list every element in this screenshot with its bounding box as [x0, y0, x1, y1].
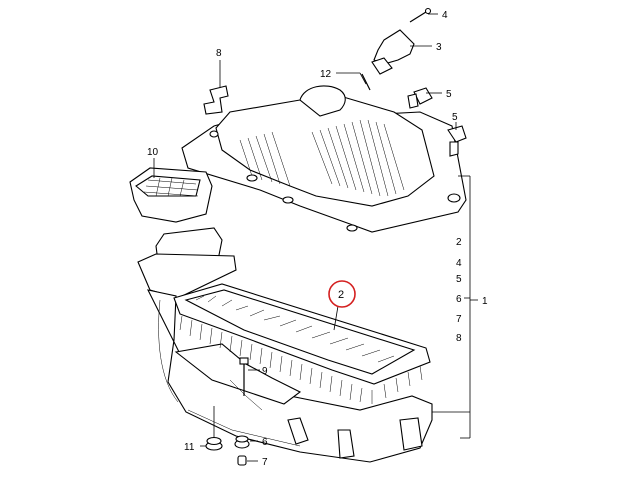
legend-item: 2 — [456, 237, 462, 248]
air-filter-element — [173, 283, 431, 404]
callout-1: 1 — [482, 296, 488, 307]
callout-3: 3 — [436, 42, 442, 53]
intake-duct-grille — [129, 167, 213, 223]
highlight-ring — [328, 280, 356, 308]
callout-12: 12 — [320, 69, 332, 80]
callout-10: 10 — [147, 147, 159, 158]
legend-list: 2 4 5 6 7 8 — [456, 237, 462, 344]
callout-labels: 4 3 8 12 5 5 10 9 11 6 7 1 2 — [147, 10, 488, 468]
filter-housing-lower — [137, 227, 433, 463]
callout-8: 8 — [216, 48, 222, 59]
callout-7: 7 — [262, 457, 268, 468]
callout-highlight-2: 2 — [338, 289, 344, 301]
sensor-part-5b — [447, 125, 467, 157]
callout-4: 4 — [442, 10, 448, 21]
screw-part-12 — [361, 73, 371, 91]
clip-part-8 — [203, 85, 229, 115]
filter-housing-cover — [181, 85, 467, 233]
screw-part-4 — [409, 7, 432, 23]
sleeve-part-7 — [237, 455, 247, 466]
legend-item: 8 — [456, 333, 462, 344]
legend-item: 6 — [456, 294, 462, 305]
legend-item: 7 — [456, 314, 462, 325]
legend-item: 5 — [456, 274, 462, 285]
leader-lines — [153, 13, 478, 462]
bolt-part-9 — [239, 357, 249, 396]
grommet-part-6 — [234, 435, 250, 449]
sensor-part-3 — [371, 29, 415, 75]
legend-item: 4 — [456, 258, 462, 269]
callout-5a: 5 — [446, 89, 452, 100]
callout-6: 6 — [262, 437, 268, 448]
callout-5b: 5 — [452, 112, 458, 123]
callout-9: 9 — [262, 366, 268, 377]
callout-11: 11 — [184, 442, 195, 453]
grommet-part-11 — [205, 406, 223, 451]
sensor-part-5a — [407, 87, 433, 109]
